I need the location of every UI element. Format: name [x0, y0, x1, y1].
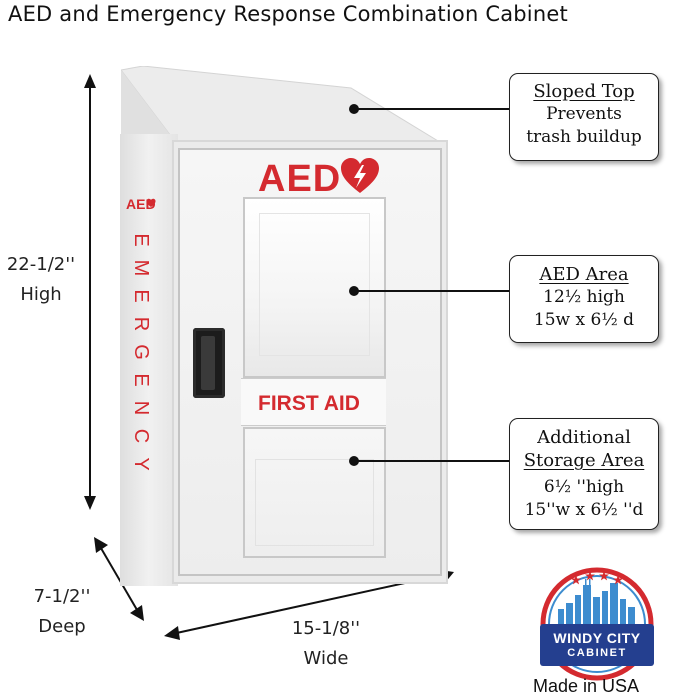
side-letter: M — [130, 259, 152, 277]
side-emergency-label: E M E R G E N C Y — [130, 226, 152, 478]
logo-subname: CABINET — [567, 647, 627, 659]
page-title: AED and Emergency Response Combination C… — [8, 2, 568, 26]
side-letter: N — [130, 400, 152, 416]
height-dimension-label: 22-1/2'' High — [0, 250, 82, 310]
storage-area-window — [243, 427, 386, 558]
made-in-usa-label: Made in USA — [533, 676, 640, 696]
storage-area-leader — [354, 460, 510, 462]
storage-area-line: 6½ ''high — [543, 477, 625, 497]
aed-area-callout: AED Area 12½ high 15w x 6½ d — [509, 255, 659, 343]
side-letter: E — [130, 373, 152, 387]
first-aid-label: FIRST AID — [258, 392, 360, 415]
width-dimension-label: 15-1/8'' Wide — [266, 614, 386, 674]
sloped-top-callout: Sloped Top Prevents trash buildup — [509, 73, 659, 161]
aed-area-window — [243, 197, 386, 378]
aed-area-line: 15w x 6½ d — [533, 310, 635, 330]
door-handle[interactable] — [193, 328, 225, 398]
sloped-top-line: trash buildup — [526, 127, 642, 147]
depth-dimension-arrow — [94, 537, 144, 621]
sloped-top-title: Sloped Top — [533, 81, 635, 102]
aed-heart-lightning-icon — [341, 158, 379, 193]
side-letter: Y — [130, 457, 152, 471]
side-heart-icon — [146, 198, 156, 208]
sloped-top-leader — [354, 108, 510, 110]
storage-area-title: Additional — [537, 427, 631, 448]
height-unit-label: High — [20, 284, 62, 305]
height-value: 22-1/2'' — [6, 254, 76, 275]
height-dimension-arrow — [84, 74, 96, 510]
logo-badge: WINDY CITY CABINET — [540, 624, 654, 666]
storage-area-title: Storage Area — [523, 450, 645, 471]
depth-unit-label: Deep — [38, 616, 86, 637]
width-value: 15-1/8'' — [291, 618, 361, 639]
storage-area-line: 15''w x 6½ ''d — [524, 500, 644, 520]
aed-area-title: AED Area — [539, 264, 629, 285]
side-letter: R — [130, 316, 152, 332]
storage-area-callout: Additional Storage Area 6½ ''high 15''w … — [509, 418, 659, 530]
first-aid-band — [241, 378, 386, 426]
width-unit-label: Wide — [303, 648, 349, 669]
aed-area-line: 12½ high — [543, 287, 625, 307]
side-letter: E — [130, 289, 152, 303]
side-letter: E — [130, 233, 152, 247]
cabinet-sloped-top — [121, 66, 445, 148]
depth-value: 7-1/2'' — [33, 586, 91, 607]
side-letter: G — [130, 344, 152, 360]
aed-area-leader — [354, 290, 510, 292]
cabinet-side-panel — [120, 134, 178, 586]
depth-dimension-label: 7-1/2'' Deep — [14, 582, 110, 642]
side-letter: C — [130, 428, 152, 444]
logo-name: WINDY CITY — [553, 630, 641, 646]
sloped-top-line: Prevents — [546, 104, 622, 124]
cabinet-aed-label: AED — [258, 158, 342, 200]
